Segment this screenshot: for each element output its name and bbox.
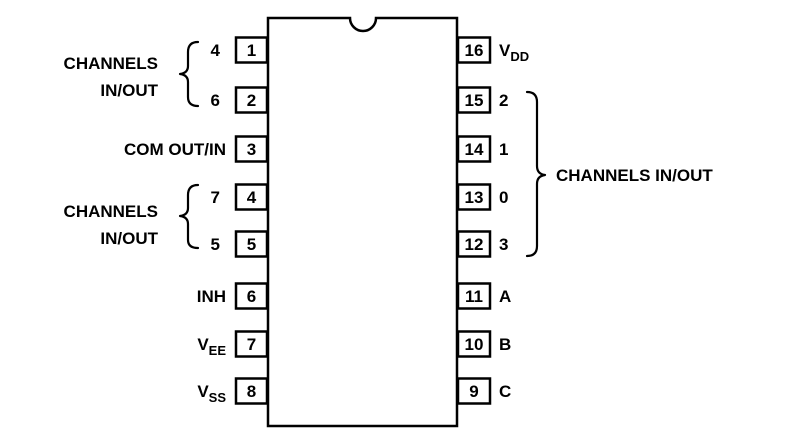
pin-number-12: 12: [465, 235, 484, 254]
left-bottom-group-label-line1: CHANNELS: [64, 202, 158, 221]
pin-label-13-main: 0: [499, 188, 508, 207]
pin-label-14-main: 1: [499, 140, 508, 159]
pin-box-12: [456, 230, 492, 258]
pin-number-6: 6: [247, 287, 256, 306]
pin-number-1: 1: [247, 41, 256, 60]
pin-number-15: 15: [465, 91, 484, 110]
pin-label-6-main: INH: [197, 287, 226, 306]
pin-label-7-subscript: EE: [209, 343, 227, 358]
pin-label-9: C: [499, 382, 511, 401]
pin-box-3: [234, 135, 269, 163]
pin-label-3-main: COM OUT/IN: [124, 140, 226, 159]
pin-label-4: 7: [211, 188, 220, 207]
pin-box-15: [456, 86, 492, 114]
pin-box-2: [234, 86, 269, 114]
pin-label-15: 2: [499, 91, 508, 110]
left-bottom-brace: [178, 183, 200, 250]
pin-box-9: [456, 377, 492, 405]
pin-label-14: 1: [499, 140, 508, 159]
pin-number-11: 11: [465, 287, 483, 306]
pin-label-8: VSS: [197, 382, 226, 405]
pin-label-5: 5: [211, 235, 220, 254]
pin-box-16: [456, 36, 492, 64]
pin-label-6: INH: [197, 287, 226, 306]
pin-label-16-main: V: [499, 41, 511, 60]
pin-box-7: [234, 330, 269, 358]
left-top-group-label-line2: IN/OUT: [100, 81, 158, 100]
pin-label-2: 6: [211, 91, 220, 110]
right-brace: [525, 90, 547, 258]
pin-label-5-main: 5: [211, 235, 220, 254]
pin-box-6: [234, 282, 269, 310]
pin-box-13: [456, 183, 492, 211]
left-top-group-label-line1: CHANNELS: [64, 54, 158, 73]
pin-label-10: B: [499, 335, 511, 354]
pin-number-10: 10: [465, 335, 484, 354]
pin-label-10-main: B: [499, 335, 511, 354]
pin-number-8: 8: [247, 382, 256, 401]
pin-label-1: 4: [211, 41, 221, 60]
pin-box-11: [456, 282, 492, 310]
pin-box-10: [456, 330, 492, 358]
pin-number-7: 7: [247, 335, 256, 354]
pin-number-16: 16: [465, 41, 484, 60]
pin-box-8: [234, 377, 269, 405]
pin-label-11: A: [499, 287, 511, 306]
pin-label-12-main: 3: [499, 235, 508, 254]
pin-number-4: 4: [247, 188, 257, 207]
ic-body: [266, 16, 459, 428]
pin-number-3: 3: [247, 140, 256, 159]
pin-label-8-subscript: SS: [209, 390, 227, 405]
pin-number-13: 13: [465, 188, 484, 207]
pin-label-16: VDD: [499, 41, 529, 64]
pin-box-1: [234, 36, 269, 64]
pin-label-11-main: A: [499, 287, 511, 306]
pin-box-4: [234, 183, 269, 211]
pin-label-7: VEE: [197, 335, 226, 358]
pin-label-1-main: 4: [211, 41, 221, 60]
pin-number-2: 2: [247, 91, 256, 110]
pin-label-12: 3: [499, 235, 508, 254]
pin-label-8-main: V: [197, 382, 209, 401]
pin-label-3: COM OUT/IN: [124, 140, 226, 159]
pin-label-13: 0: [499, 188, 508, 207]
pin-number-5: 5: [247, 235, 256, 254]
pin-number-9: 9: [469, 382, 478, 401]
right-group-label: CHANNELS IN/OUT: [556, 166, 713, 185]
pin-box-5: [234, 230, 269, 258]
pin-label-16-subscript: DD: [510, 49, 529, 64]
pin-label-9-main: C: [499, 382, 511, 401]
pin-label-4-main: 7: [211, 188, 220, 207]
left-top-brace: [178, 40, 200, 108]
pin-box-14: [456, 135, 492, 163]
pin-label-2-main: 6: [211, 91, 220, 110]
pin-label-7-main: V: [197, 335, 209, 354]
pin-label-15-main: 2: [499, 91, 508, 110]
left-bottom-group-label-line2: IN/OUT: [100, 229, 158, 248]
pin-number-14: 14: [465, 140, 484, 159]
